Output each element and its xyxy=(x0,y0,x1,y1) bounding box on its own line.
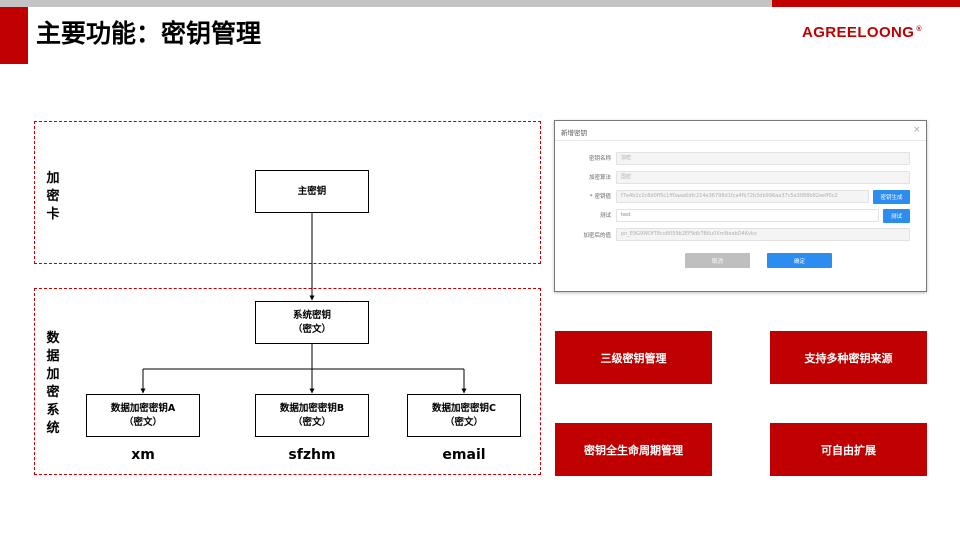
key-name-label: 密钥名称 xyxy=(588,156,611,162)
algorithm-select[interactable]: 国密 xyxy=(616,171,910,184)
add-key-dialog: 新增密钥 × 密钥名称 加密 加密算法 国密 *密钥值 f7e4b1c2c8d0… xyxy=(554,120,927,292)
feature-free-extension: 可自由扩展 xyxy=(770,423,927,476)
data-key-c-sublabel: （密文） xyxy=(444,416,483,428)
field-name-email: email xyxy=(442,447,486,463)
test-input[interactable]: test xyxy=(616,209,879,222)
title-accent-bar xyxy=(0,7,28,64)
data-key-a-node: 数据加密密钥A （密文） xyxy=(86,394,200,437)
test-label: 测试 xyxy=(599,213,611,219)
header-gray-stripe xyxy=(0,0,772,7)
encrypted-value-output: pn_E9G9WDfT8co8059b2EF9dk7B6u0XmNeabD4Kv… xyxy=(616,228,910,241)
encryption-card-region xyxy=(34,121,541,264)
registered-mark: ® xyxy=(916,26,922,33)
data-key-b-label: 数据加密密钥B xyxy=(279,402,345,414)
field-name-sfzhm: sfzhm xyxy=(288,447,336,463)
data-key-a-label: 数据加密密钥A xyxy=(110,402,176,414)
master-key-node: 主密钥 xyxy=(255,170,369,213)
key-value-label: *密钥值 xyxy=(589,194,611,200)
dialog-title: 新增密钥 xyxy=(561,129,587,137)
generate-key-button[interactable]: 密钥生成 xyxy=(873,190,910,204)
algorithm-label: 加密算法 xyxy=(588,175,611,181)
required-mark: * xyxy=(589,194,593,200)
encryption-card-label: 加密卡 xyxy=(46,171,60,222)
data-key-a-sublabel: （密文） xyxy=(123,416,162,428)
key-value-input[interactable]: f7e4b1c2c8d0ff5c1ff0aaa6dfc214e36798d1fc… xyxy=(616,190,869,203)
dialog-divider xyxy=(555,140,926,141)
data-key-c-label: 数据加密密钥C xyxy=(432,402,496,414)
data-encryption-system-region xyxy=(34,288,541,475)
system-key-sublabel: （密文） xyxy=(292,323,331,335)
test-button[interactable]: 测试 xyxy=(883,209,910,223)
page-title: 主要功能：密钥管理 xyxy=(36,19,262,48)
data-encryption-system-label: 数据加密系统 xyxy=(46,331,60,436)
header-red-stripe xyxy=(772,0,960,7)
data-key-b-sublabel: （密文） xyxy=(292,416,331,428)
confirm-button[interactable]: 确定 xyxy=(767,253,832,268)
feature-three-level-key-management: 三级密钥管理 xyxy=(555,331,712,384)
close-icon[interactable]: × xyxy=(913,125,921,135)
data-key-c-node: 数据加密密钥C （密文） xyxy=(407,394,521,437)
feature-key-lifecycle-management: 密钥全生命周期管理 xyxy=(555,423,712,476)
cancel-button[interactable]: 取消 xyxy=(685,253,750,268)
encrypted-value-label: 加密后的值 xyxy=(583,233,611,239)
feature-multiple-key-sources: 支持多种密钥来源 xyxy=(770,331,927,384)
key-name-input[interactable]: 加密 xyxy=(616,152,910,165)
system-key-label: 系统密钥 xyxy=(292,309,331,321)
data-key-b-node: 数据加密密钥B （密文） xyxy=(255,394,369,437)
system-key-node: 系统密钥 （密文） xyxy=(255,301,369,344)
brand-logo: AGREELOONG® xyxy=(802,24,922,41)
field-name-xm: xm xyxy=(131,447,155,463)
master-key-label: 主密钥 xyxy=(297,185,327,197)
brand-name: AGREELOONG xyxy=(802,24,915,41)
